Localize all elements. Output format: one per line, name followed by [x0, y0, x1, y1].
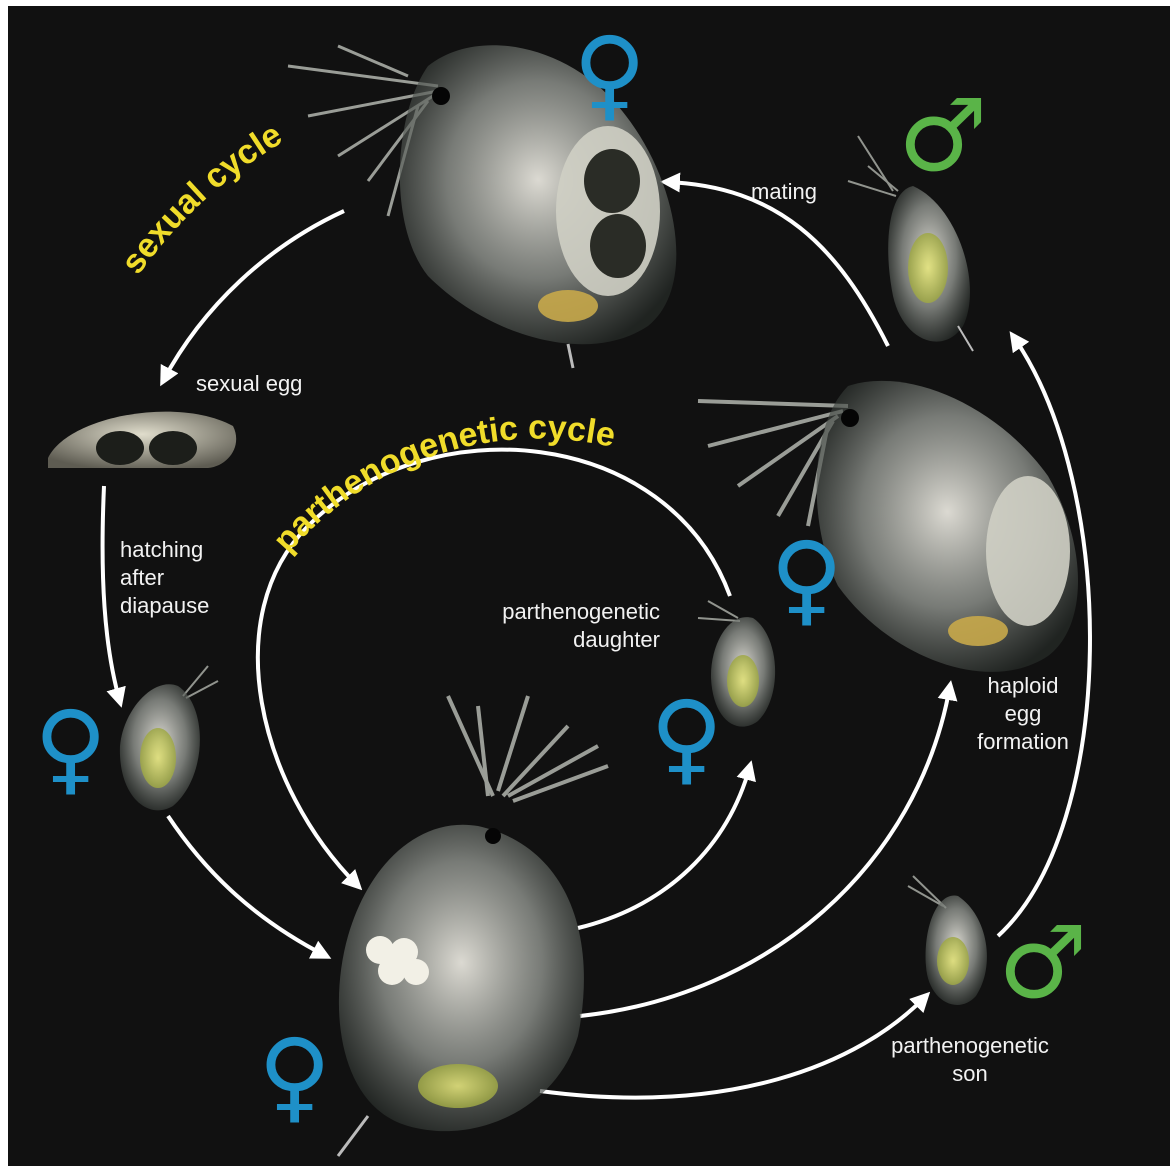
female-symbol-top: ♀ [573, 24, 646, 124]
male-symbol-top: ♂ [898, 86, 988, 186]
arrow-egg-to-hatchling [103, 486, 120, 702]
female-symbol-right: ♀ [770, 529, 843, 629]
female-symbol-daughter: ♀ [650, 688, 723, 788]
female-symbol-left: ♀ [34, 698, 107, 798]
parthenogenetic-cycle-title: parthenogenetic cycle [266, 409, 619, 560]
parthenogenetic-son-label: parthenogenetic son [860, 1032, 1080, 1088]
daphnia-hatchling-female [120, 666, 218, 810]
hatching-label: hatching after diapause [120, 536, 209, 620]
male-symbol-son: ♂ [998, 913, 1088, 1013]
arrow-female-to-sexual-egg [163, 211, 344, 381]
arrow-haploid-female-to-sexual-female [666, 182, 888, 346]
female-symbol-bottom: ♀ [258, 1026, 331, 1126]
haploid-egg-label: haploid egg formation [958, 672, 1088, 756]
arrow-adult-to-haploid-female [580, 686, 950, 1016]
arrow-hatchling-to-adult [168, 816, 326, 956]
diagram-canvas: sexual cycle parthenogenetic cycle [8, 6, 1170, 1166]
daphnia-parthenogenetic-son [908, 876, 987, 1005]
mating-label: mating [751, 178, 817, 206]
sexual-egg-ephippium [48, 412, 236, 468]
sexual-egg-label: sexual egg [196, 370, 302, 398]
parthenogenetic-daughter-label: parthenogenetic daughter [448, 598, 660, 654]
sexual-cycle-title: sexual cycle [114, 115, 289, 280]
daphnia-parthenogenetic-female [338, 696, 608, 1156]
